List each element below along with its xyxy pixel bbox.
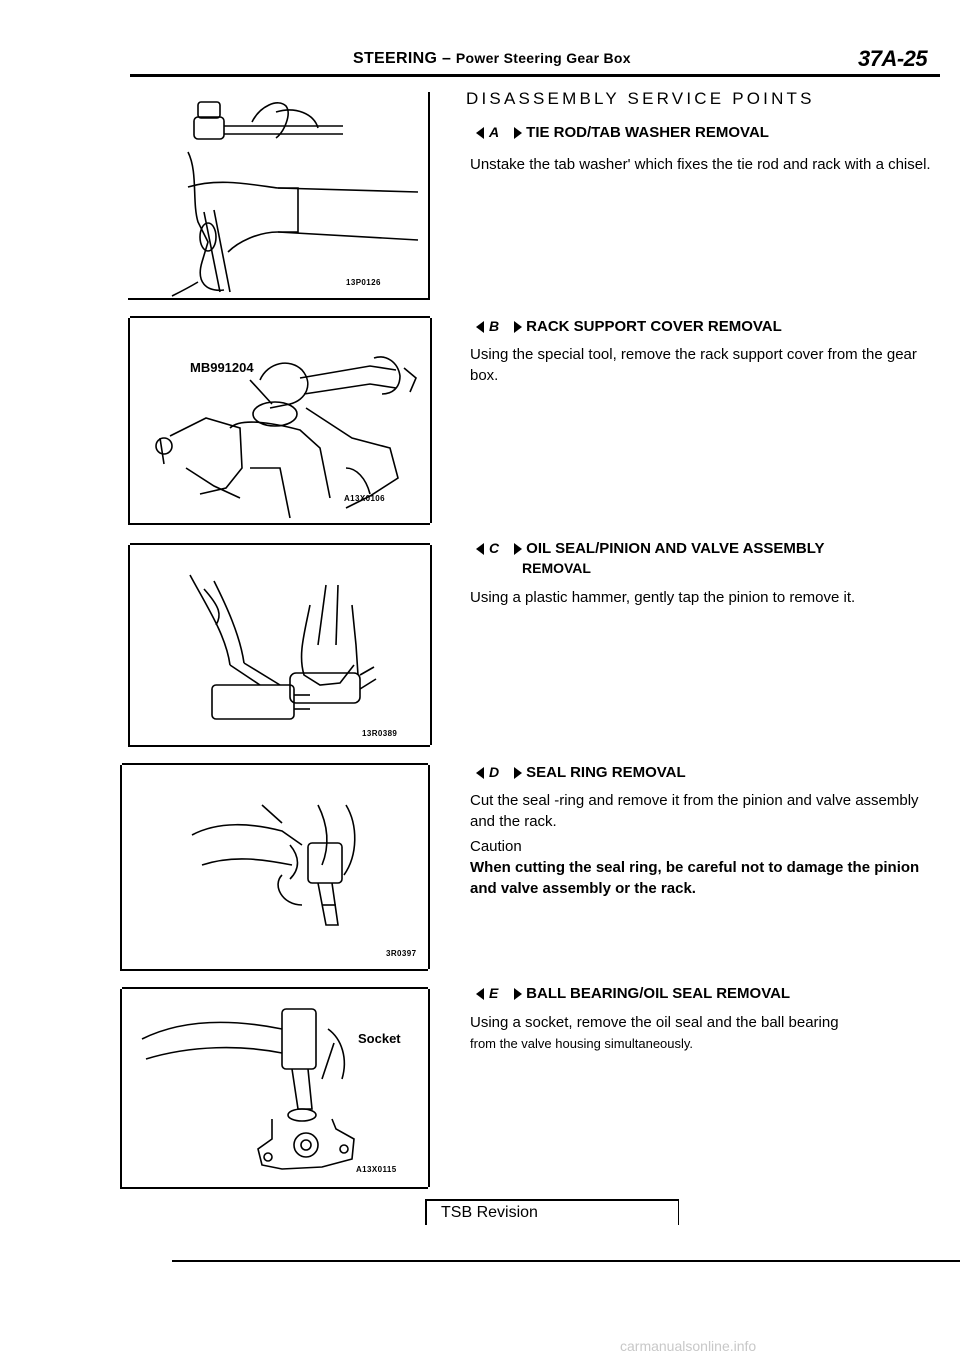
tsb-revision-box: TSB Revision xyxy=(425,1199,679,1225)
step-marker-letter: E xyxy=(489,985,499,1001)
figure-divider xyxy=(128,298,430,300)
step-a-heading: A TIE ROD/TAB WASHER REMOVAL xyxy=(476,124,769,141)
step-heading-text: RACK SUPPORT COVER REMOVAL xyxy=(526,318,782,335)
figure-code: 13P0126 xyxy=(346,278,381,287)
figure-top-border xyxy=(122,763,428,765)
figure-divider xyxy=(120,1187,428,1189)
figure-tie-rod: 13P0126 xyxy=(128,92,430,298)
figure-seal-ring: 3R0397 xyxy=(120,763,430,969)
tool-label: MB991204 xyxy=(190,360,254,375)
step-marker-letter: D xyxy=(489,764,500,780)
step-marker-icon xyxy=(476,988,522,1001)
plastic-hammer-illustration xyxy=(189,574,377,720)
step-marker-icon xyxy=(476,127,522,140)
figure-code: 13R0389 xyxy=(362,729,398,738)
section-title: DISASSEMBLY SERVICE POINTS xyxy=(466,89,815,108)
figure-code: 3R0397 xyxy=(386,949,417,958)
header-rule xyxy=(130,74,940,77)
figure-divider xyxy=(120,969,428,971)
step-a-body: Unstake the tab washer' which fixes the … xyxy=(470,156,931,173)
figure-divider xyxy=(128,745,430,747)
figure-code: A13X0106 xyxy=(344,494,386,503)
step-heading-text: BALL BEARING/OIL SEAL REMOVAL xyxy=(526,985,791,1002)
step-marker-icon xyxy=(476,767,522,780)
tsb-revision-label: TSB Revision xyxy=(441,1204,538,1221)
step-d-heading: D SEAL RING REMOVAL xyxy=(476,764,686,781)
special-tool-illustration xyxy=(155,356,417,519)
header-dash: – xyxy=(441,50,452,67)
step-b-heading: B RACK SUPPORT COVER REMOVAL xyxy=(476,318,782,335)
step-marker-icon xyxy=(476,543,522,556)
hammer-chisel-illustration xyxy=(171,101,419,297)
step-heading-text: SEAL RING REMOVAL xyxy=(526,764,686,781)
step-e-body: Using a socket, remove the oil seal and … xyxy=(470,1014,839,1031)
figure-code: A13X0115 xyxy=(356,1165,397,1174)
page-header: STEERING – Power Steering Gear Box 37A-2… xyxy=(0,46,960,80)
figure-rack-support: MB991204 A13X0106 xyxy=(128,316,432,523)
header-subsection: Power Steering Gear Box xyxy=(455,50,631,66)
step-marker-icon xyxy=(476,321,522,334)
step-e-heading: E BALL BEARING/OIL SEAL REMOVAL xyxy=(476,985,790,1002)
watermark: carmanualsonline.info xyxy=(620,1338,757,1354)
step-marker-letter: C xyxy=(489,540,500,556)
step-heading-text: OIL SEAL/PINION AND VALVE ASSEMBLY xyxy=(526,540,825,557)
footer-rule xyxy=(172,1260,960,1262)
figure-pinion: 13R0389 xyxy=(128,543,432,745)
figure-top-border xyxy=(122,987,428,989)
header-section: STEERING xyxy=(353,50,438,67)
header-title: STEERING – Power Steering Gear Box xyxy=(353,50,631,68)
step-c-heading-line2: REMOVAL xyxy=(522,560,591,576)
step-b-body: Using the special tool, remove the rack … xyxy=(470,346,917,384)
step-marker-letter: B xyxy=(489,318,500,334)
step-marker-letter: A xyxy=(489,124,500,140)
page-number: 37A-25 xyxy=(858,46,928,71)
step-heading-text: TIE ROD/TAB WASHER REMOVAL xyxy=(526,124,769,141)
caution-label: Caution xyxy=(470,838,522,855)
socket-label: Socket xyxy=(358,1031,401,1046)
seal-ring-illustration xyxy=(191,804,356,926)
figure-divider xyxy=(128,523,430,525)
step-d-body: Cut the seal -ring and remove it from th… xyxy=(470,792,919,830)
caution-text: When cutting the seal ring, be careful n… xyxy=(470,859,920,897)
socket-illustration xyxy=(141,1008,355,1170)
step-c-heading: C OIL SEAL/PINION AND VALVE ASSEMBLY xyxy=(476,540,825,557)
step-c-body: Using a plastic hammer, gently tap the p… xyxy=(470,589,856,606)
step-e-body-line2: from the valve housing simultaneously. xyxy=(470,1036,694,1051)
figure-top-border xyxy=(130,316,430,318)
figure-top-border xyxy=(130,543,430,545)
figure-bearing-seal: Socket A13X0115 xyxy=(120,987,430,1187)
